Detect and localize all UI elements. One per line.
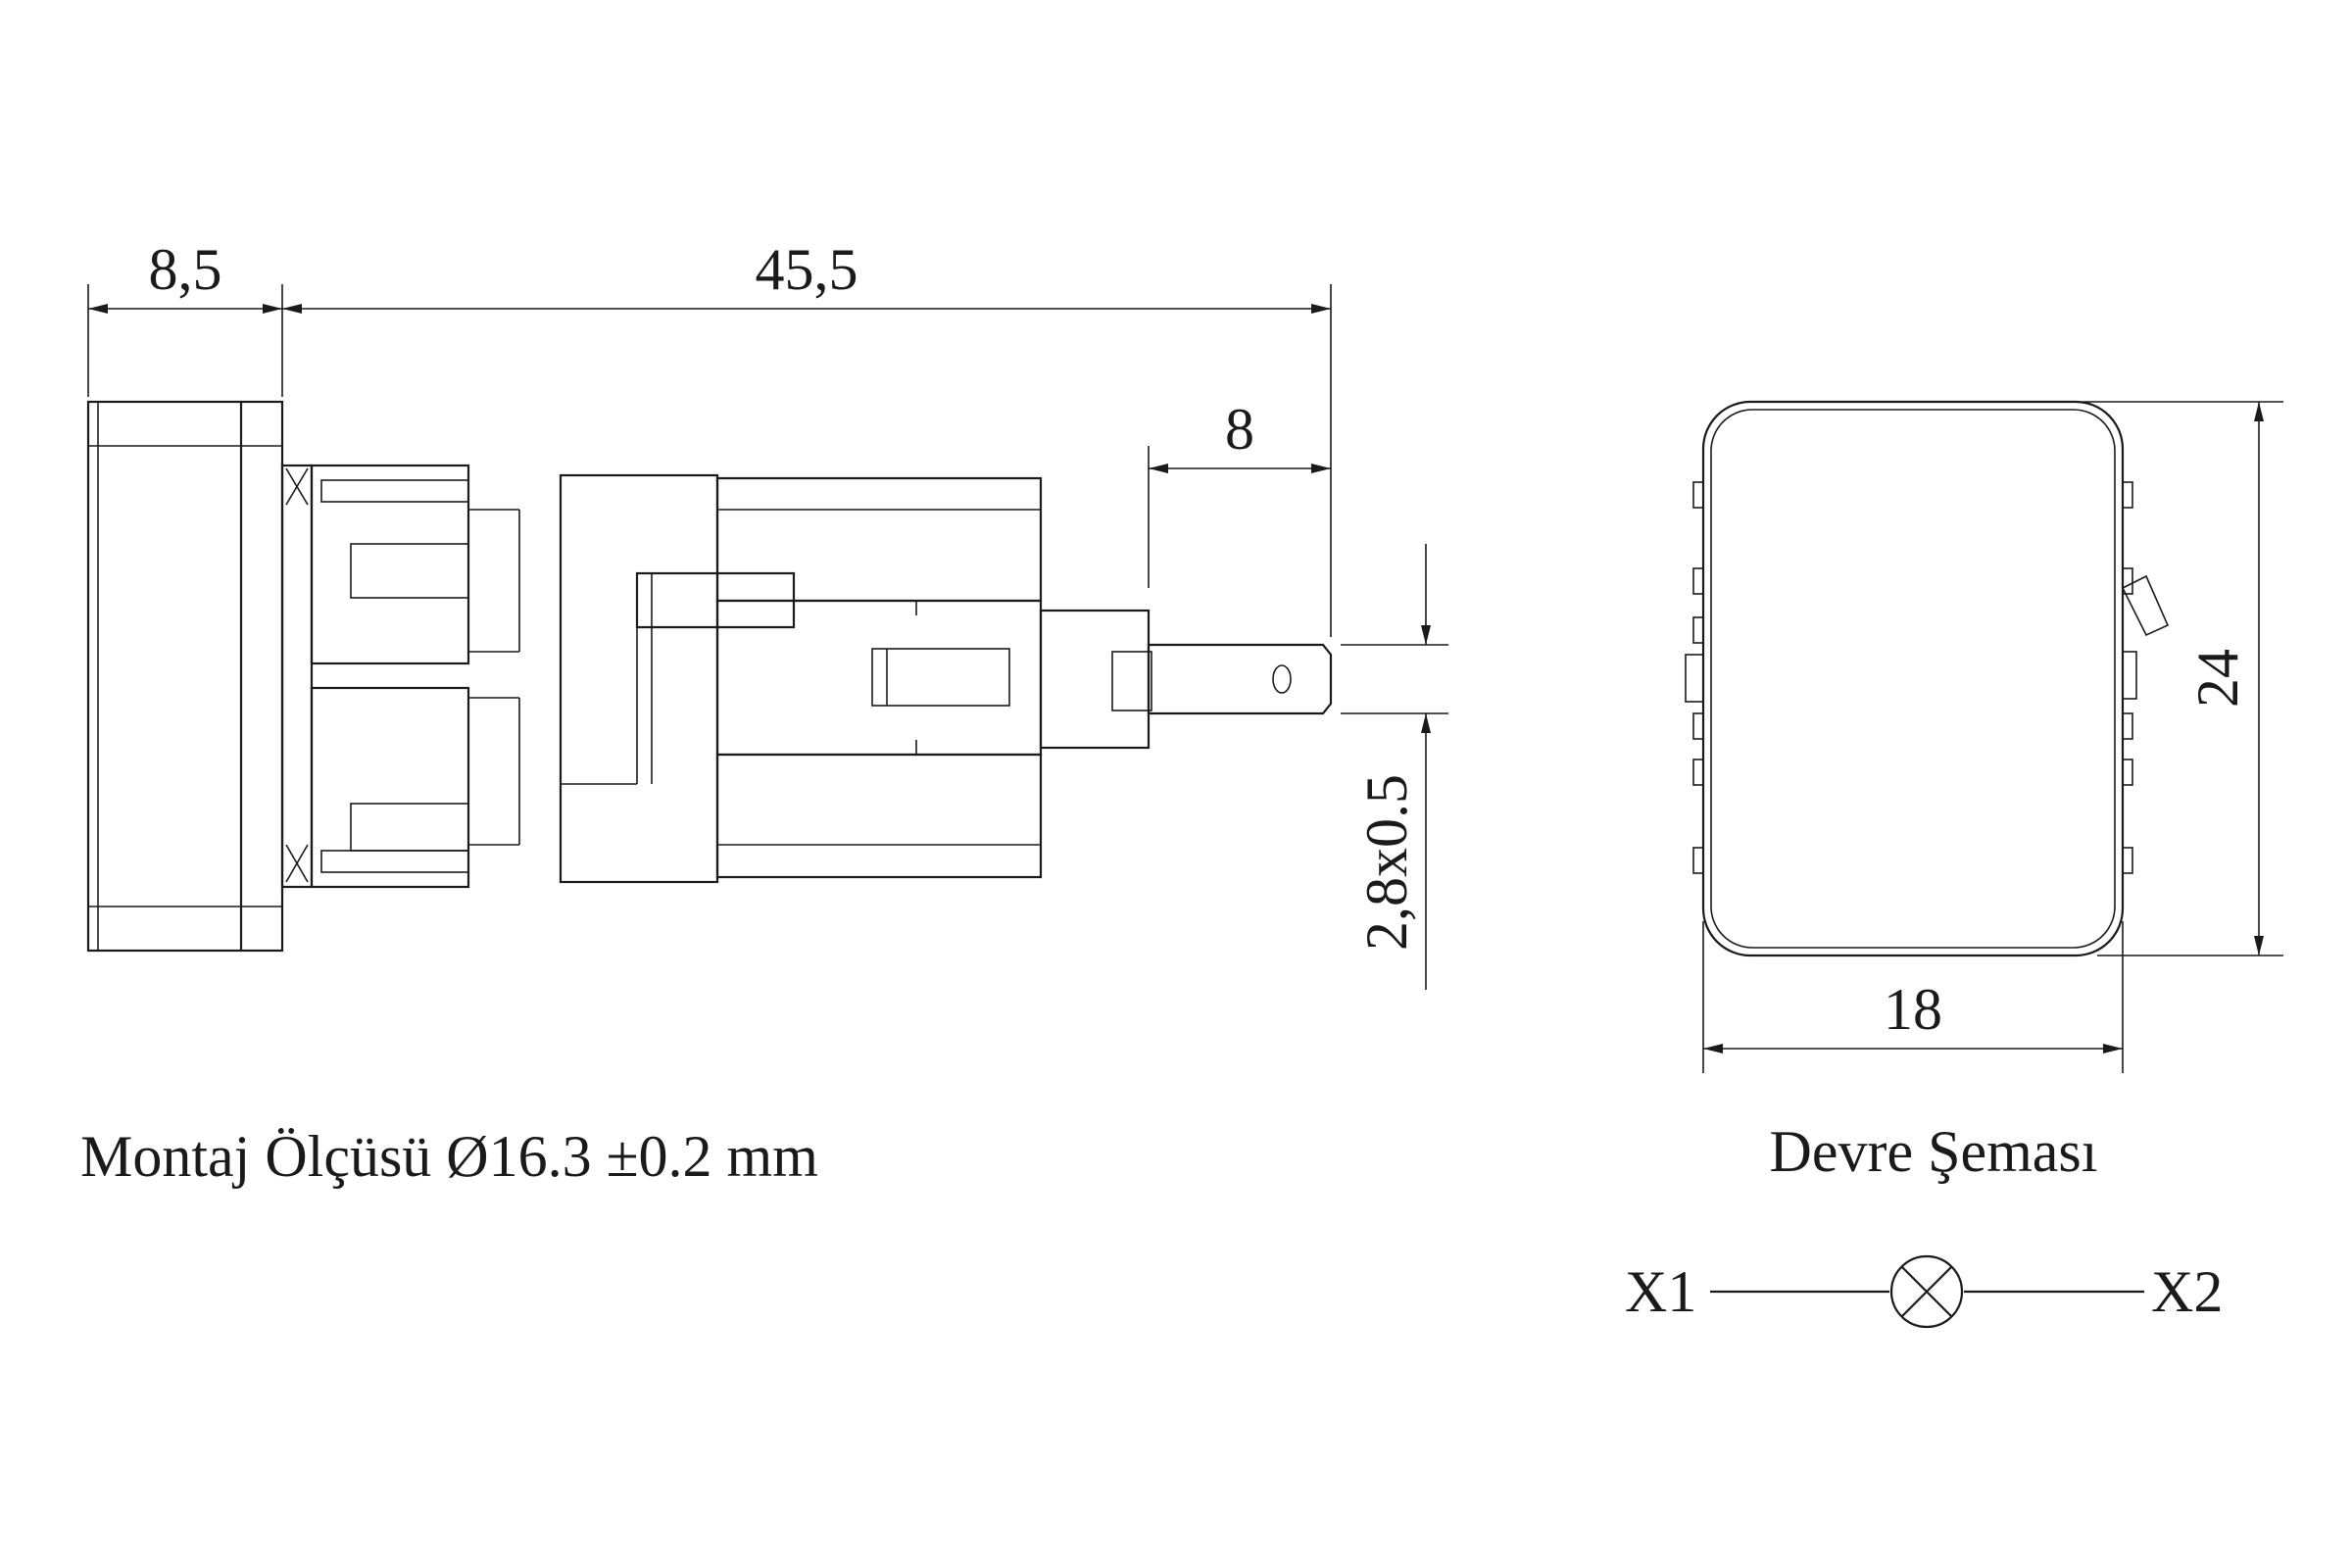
dim-width-label: 18 (1884, 977, 1942, 1042)
dim-terminal-size-label: 2,8x0.5 (1354, 774, 1419, 951)
front-bezel (86, 400, 284, 953)
mounting-caption: Montaj Ölçüsü Ø16.3 ±0.2 mm (80, 1124, 818, 1189)
side-view: 8,5 45,5 8 2,8x0.5 (86, 237, 1448, 990)
dim-body-length-label: 45,5 (756, 237, 858, 302)
lamp-symbol-icon (1889, 1254, 1964, 1329)
dim-width: 18 (1702, 921, 2124, 1073)
mounting-collar (280, 464, 314, 889)
clip-housing (310, 464, 520, 889)
dim-body-length: 45,5 (282, 237, 1332, 637)
terminal-x1-label: X1 (1625, 1259, 1696, 1324)
dim-terminal-size: 2,8x0.5 (1341, 544, 1448, 990)
circuit-schematic: X1 X2 (1625, 1254, 2223, 1329)
terminal-x2-label: X2 (2151, 1259, 2223, 1324)
socket-body (559, 473, 1043, 884)
side-lugs (1685, 481, 2170, 874)
dim-front-depth: 8,5 (87, 237, 283, 397)
terminal-tab (1039, 609, 1333, 750)
dim-height-label: 24 (2185, 649, 2250, 708)
front-view: 24 18 (1685, 400, 2283, 1073)
dim-terminal-length-label: 8 (1225, 397, 1254, 462)
dim-height: 24 (2082, 401, 2283, 956)
dim-terminal-length: 8 (1148, 397, 1331, 588)
circuit-caption: Devre Şeması (1770, 1119, 2098, 1184)
dim-front-depth-label: 8,5 (149, 237, 222, 302)
